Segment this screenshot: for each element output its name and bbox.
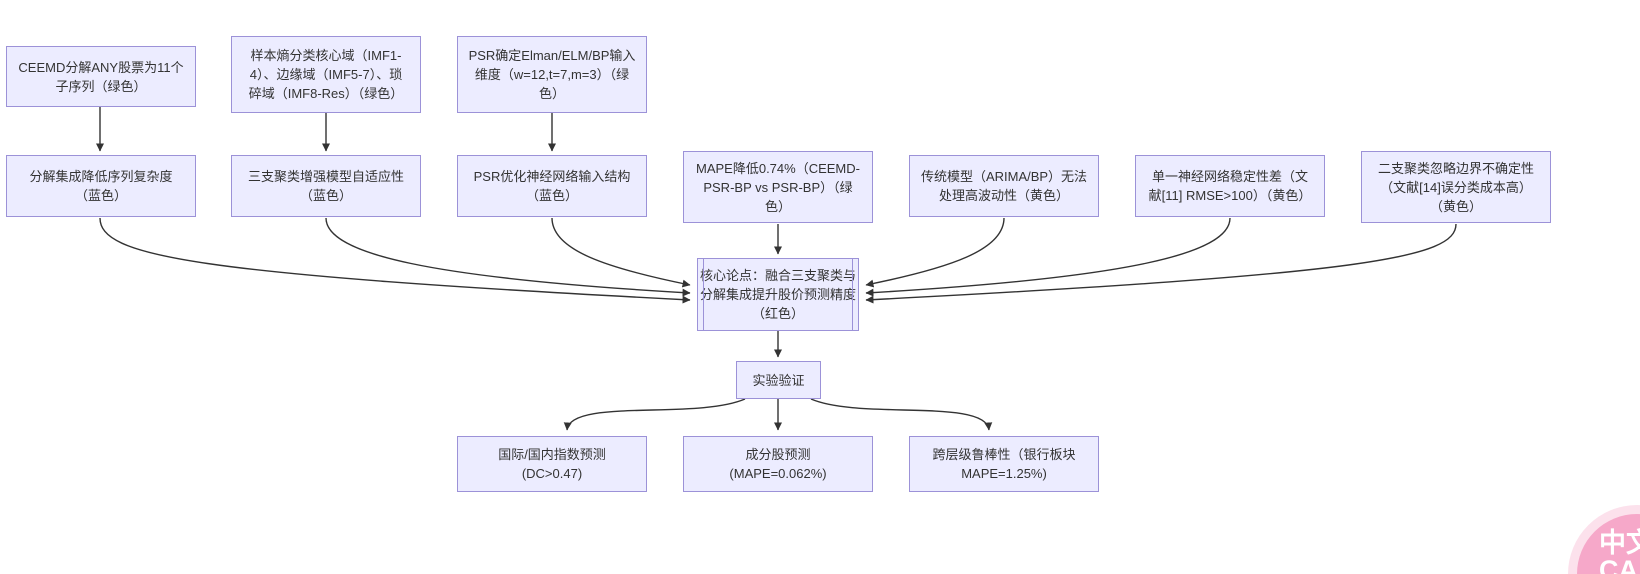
- node-single-nn: 单一神经网络稳定性差（文 献[11] RMSE>100）（黄色）: [1135, 155, 1325, 217]
- node-label: CEEMD分解ANY股票为11个: [18, 59, 184, 75]
- node-label: 子序列（绿色）: [55, 78, 147, 94]
- node-label: 跨层级鲁棒性（银行板块: [932, 447, 1076, 462]
- node-label: 国际/国内指数预测: [498, 447, 606, 462]
- node-robustness: 跨层级鲁棒性（银行板块 MAPE=1.25%): [909, 436, 1099, 492]
- node-label: PSR确定Elman/ELM/BP输入: [468, 48, 636, 63]
- node-ceemd-decompose: CEEMD分解ANY股票为11个 子序列（绿色）: [6, 46, 196, 107]
- node-traditional-models: 传统模型（ARIMA/BP）无法 处理高波动性（黄色）: [909, 155, 1099, 217]
- node-label: 实验验证: [752, 372, 805, 388]
- node-three-way-clustering: 三支聚类增强模型自适应性 （蓝色）: [231, 155, 421, 217]
- node-label: （黄色）: [1429, 198, 1482, 214]
- node-index-prediction: 国际/国内指数预测 (DC>0.47): [457, 436, 647, 492]
- node-label: (DC>0.47): [521, 466, 583, 481]
- node-label: 样本熵分类核心域（IMF1-: [250, 48, 402, 63]
- node-label: MAPE降低0.74%（CEEMD-: [696, 160, 860, 176]
- ai-assistant-badge-text: 中文: [1599, 528, 1640, 558]
- edge-clustering-to-core: [325, 217, 691, 297]
- node-label: 单一神经网络稳定性差（文: [1151, 169, 1308, 184]
- node-label: 分解集成提升股价预测精度: [700, 287, 857, 302]
- node-experiment: 实验验证: [736, 361, 821, 399]
- node-sample-entropy: 样本熵分类核心域（IMF1- 4）、边缘域（IMF5-7）、琐 碎域（IMF8-…: [231, 36, 421, 113]
- node-label: MAPE=1.25%): [961, 466, 1047, 481]
- node-label: （文献[14]误分类成本高）: [1380, 179, 1532, 195]
- node-label: （蓝色）: [74, 188, 127, 203]
- node-two-way-clustering: 二支聚类忽略边界不确定性 （文献[14]误分类成本高） （黄色）: [1361, 151, 1551, 223]
- node-label: 成分股预测: [745, 447, 811, 462]
- node-psr-optimization: PSR优化神经网络输入结构 （蓝色）: [457, 155, 647, 217]
- node-decomposition-integration: 分解集成降低序列复杂度 （蓝色）: [6, 155, 196, 217]
- ai-assistant-badge-text: CA: [1599, 555, 1638, 574]
- edge-traditional-to-core: [865, 217, 1005, 288]
- node-core-thesis: 核心论点：融合三支聚类与 分解集成提升股价预测精度 （红色）: [697, 258, 859, 331]
- node-psr-dimension: PSR确定Elman/ELM/BP输入 维度（w=12,t=7,m=3）（绿 色…: [457, 36, 647, 113]
- node-label: PSR-BP vs PSR-BP）（绿: [703, 179, 853, 195]
- node-mape-reduction: MAPE降低0.74%（CEEMD- PSR-BP vs PSR-BP）（绿 色…: [683, 151, 873, 223]
- node-label: 核心论点：融合三支聚类与: [700, 268, 857, 283]
- node-label: 色）: [538, 86, 565, 101]
- edge-twoway-to-core: [865, 223, 1457, 304]
- node-label: PSR优化神经网络输入结构: [473, 169, 631, 184]
- node-component-stock: 成分股预测 (MAPE=0.062%): [683, 436, 873, 492]
- node-label: 分解集成降低序列复杂度: [29, 169, 173, 184]
- node-label: 处理高波动性（黄色）: [938, 188, 1069, 203]
- node-label: 碎域（IMF8-Res）（绿色）: [248, 86, 404, 101]
- node-label: 维度（w=12,t=7,m=3）（绿: [474, 67, 630, 82]
- node-label: （蓝色）: [525, 188, 578, 203]
- node-label: (MAPE=0.062%): [729, 466, 827, 481]
- node-label: 传统模型（ARIMA/BP）无法: [920, 169, 1088, 184]
- node-label: 色）: [764, 198, 791, 214]
- node-label: （红色）: [751, 306, 804, 321]
- node-label: 三支聚类增强模型自适应性: [247, 169, 404, 184]
- edge-experiment-to-index: [563, 398, 746, 431]
- node-label: 二支聚类忽略边界不确定性: [1377, 160, 1534, 176]
- edge-singlenn-to-core: [865, 217, 1231, 297]
- node-label: （蓝色）: [299, 188, 352, 203]
- edge-decomposition-to-core: [99, 217, 691, 304]
- node-label: 4）、边缘域（IMF5-7）、琐: [249, 67, 403, 82]
- edge-experiment-to-robust: [810, 398, 993, 431]
- ai-assistant-badge[interactable]: 中文 CA: [1577, 514, 1640, 574]
- node-label: 献[11] RMSE>100）（黄色）: [1148, 188, 1312, 203]
- edge-psropt-to-core: [551, 217, 691, 288]
